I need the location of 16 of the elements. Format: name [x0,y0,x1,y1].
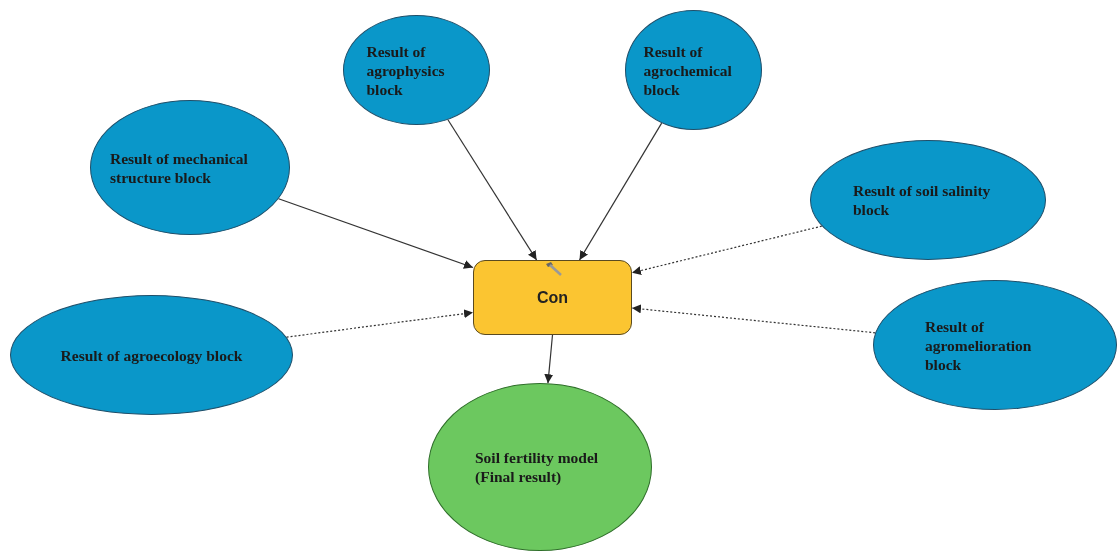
arrow [278,198,474,269]
arrow [631,225,823,275]
arrow [447,119,538,261]
process-box [473,260,632,335]
arrow [631,304,876,334]
arrow [544,334,554,384]
node-label: Result of mechanical structure block [110,148,249,187]
node-label: Result of soil salinity block [853,181,992,219]
node-label: Con [536,288,569,307]
arrow [578,122,663,261]
node-label: Result of agromelioration block [925,316,1033,374]
arrow [286,309,474,338]
node-label: Result of agroecology block [60,345,243,365]
node-label: Soil fertility model (Final result) [475,448,600,486]
node-label: Result of agrophysics block [366,41,446,99]
node-label: Result of agrochemical block [643,41,733,99]
